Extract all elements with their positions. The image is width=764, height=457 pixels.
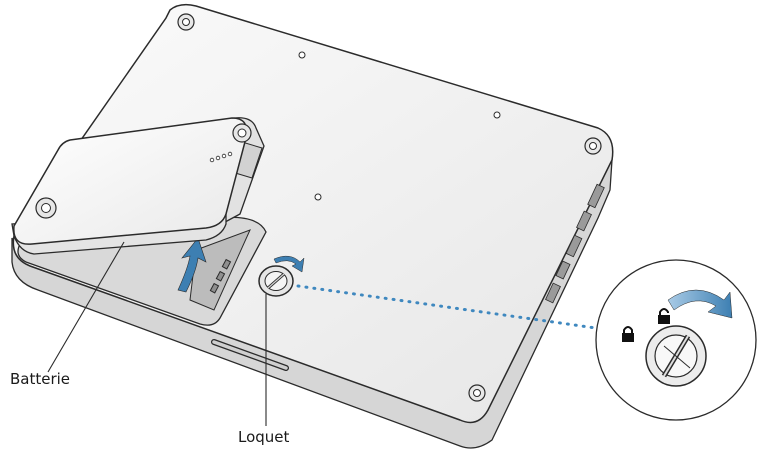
laptop-case xyxy=(11,3,614,449)
battery xyxy=(11,117,265,255)
case-screw xyxy=(177,13,195,31)
latch xyxy=(258,255,305,297)
case-screw xyxy=(468,384,486,402)
battery-callout-line xyxy=(47,241,125,373)
case-foot xyxy=(298,51,501,201)
case-screw xyxy=(584,137,602,155)
latch-magnified xyxy=(595,259,757,421)
latch-label: Loquet xyxy=(238,428,290,446)
battery-button xyxy=(232,123,252,143)
lock-open-icon xyxy=(658,308,670,324)
case-top-surface xyxy=(12,3,614,424)
battery-label: Batterie xyxy=(10,370,71,388)
lock-closed-icon xyxy=(622,326,634,342)
battery-button xyxy=(35,197,57,219)
lift-arrow-icon xyxy=(177,237,207,293)
battery-level-indicator xyxy=(209,151,233,163)
side-ports xyxy=(545,183,605,304)
rotate-arrow-icon xyxy=(667,289,733,319)
zoom-leader-line xyxy=(296,284,612,332)
rotate-arrow-icon xyxy=(273,255,305,273)
